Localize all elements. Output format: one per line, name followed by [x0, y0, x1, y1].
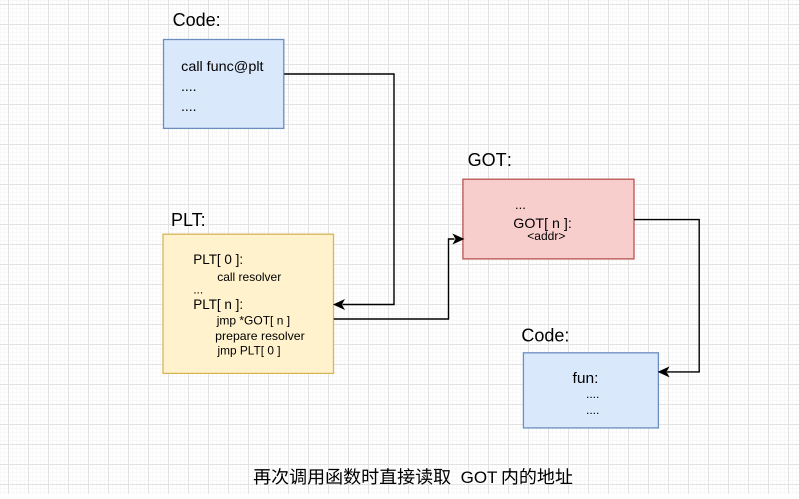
- svg-text:jmp PLT[ 0 ]: jmp PLT[ 0 ]: [217, 343, 281, 357]
- svg-text:GOT[ n ]:: GOT[ n ]:: [513, 215, 572, 231]
- svg-text:PLT[ n ]:: PLT[ n ]:: [193, 296, 243, 312]
- svg-text:...: ...: [515, 197, 526, 212]
- svg-text:....: ....: [181, 98, 197, 114]
- svg-text:Code:: Code:: [173, 10, 221, 30]
- svg-text:PLT:: PLT:: [171, 210, 206, 230]
- svg-text:fun:: fun:: [573, 370, 599, 387]
- svg-text:call func@plt: call func@plt: [181, 58, 263, 74]
- svg-text:prepare resolver: prepare resolver: [215, 329, 305, 343]
- svg-text:GOT:: GOT:: [468, 150, 512, 170]
- svg-text:...: ...: [193, 283, 203, 297]
- svg-text:PLT[ 0 ]:: PLT[ 0 ]:: [193, 251, 243, 267]
- svg-text:....: ....: [586, 387, 599, 401]
- svg-text:call resolver: call resolver: [217, 270, 281, 284]
- svg-text:jmp *GOT[ n ]: jmp *GOT[ n ]: [216, 314, 290, 328]
- svg-text:GOT: GOT: [461, 468, 498, 487]
- svg-text:....: ....: [586, 403, 599, 417]
- svg-text:<addr>: <addr>: [527, 229, 565, 243]
- svg-text:....: ....: [181, 78, 197, 94]
- svg-text:Code:: Code:: [521, 326, 569, 346]
